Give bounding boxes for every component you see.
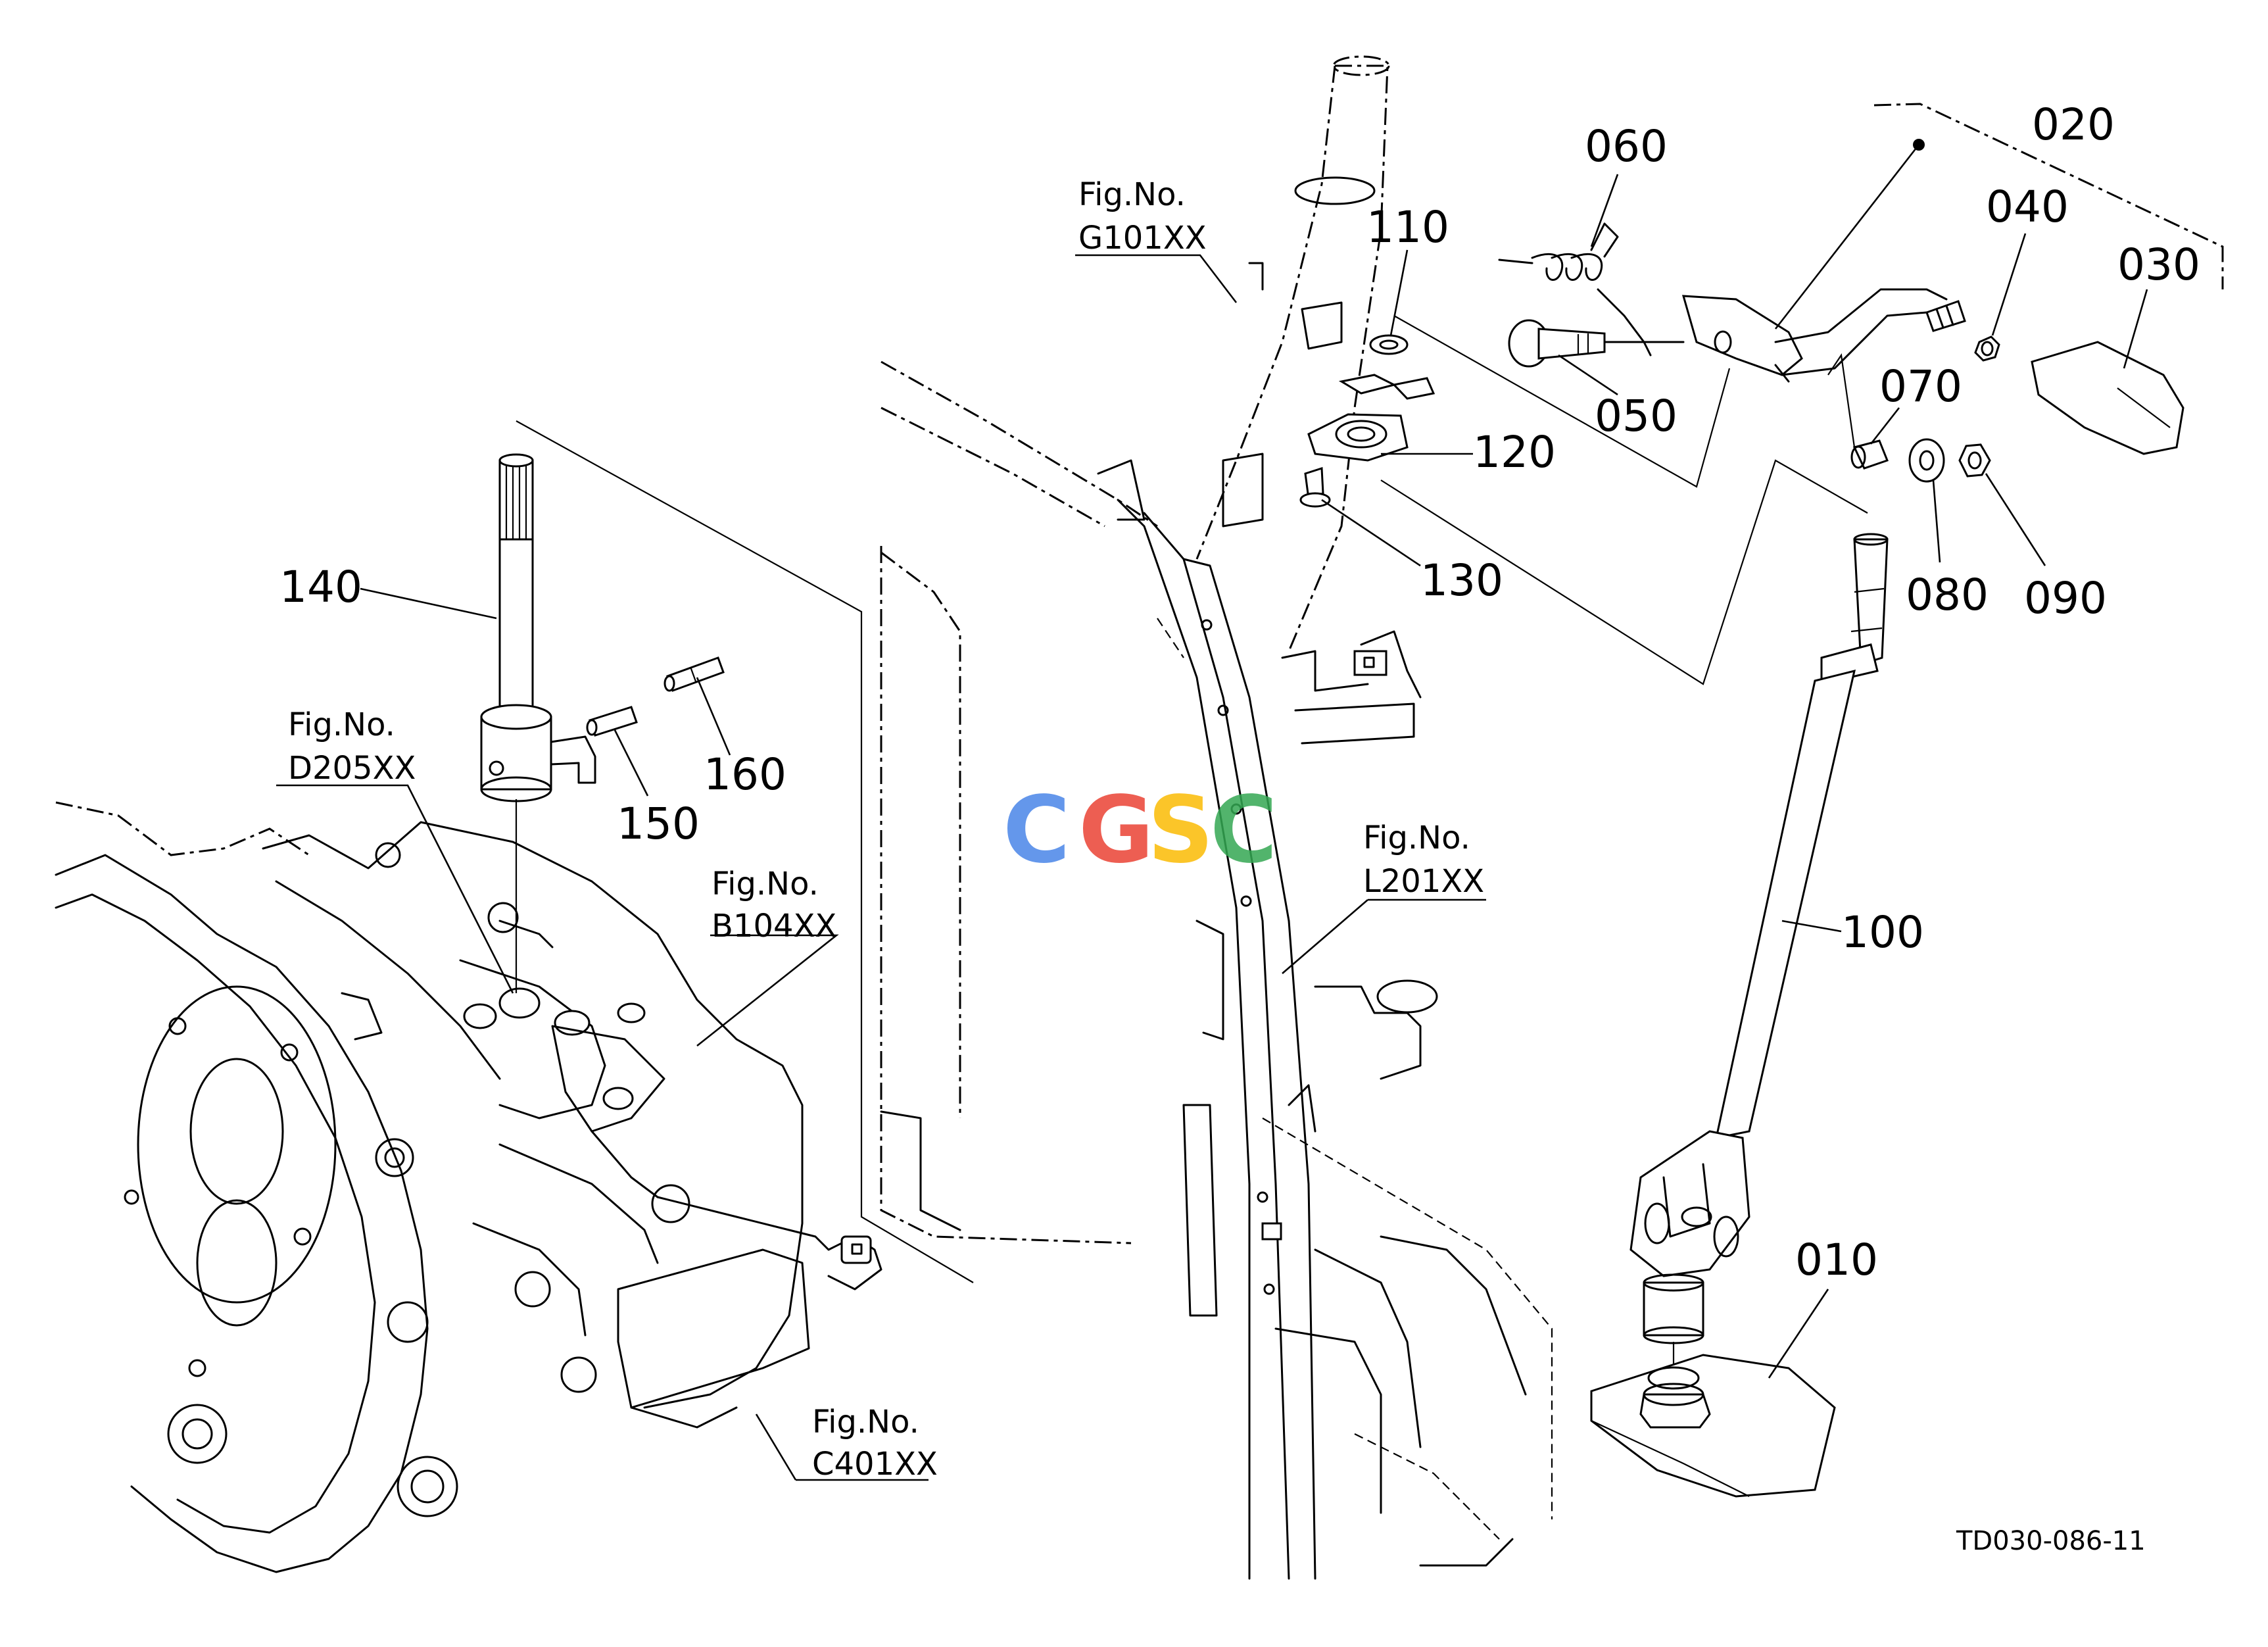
drawing-code: TD030-086-11 <box>1956 1526 2146 1556</box>
shift-bracket-assembly <box>463 987 882 1291</box>
part-label-020: 020 <box>2032 99 2115 150</box>
leader-lines <box>276 139 2148 1481</box>
fig-ref-d205-code: D205XX <box>288 750 416 787</box>
transmission-housing <box>55 801 810 1573</box>
fig-ref-c401-label: Fig.No. <box>812 1404 919 1440</box>
part-number-labels: 010 020 030 040 050 060 070 080 090 100 … <box>279 99 2200 1285</box>
part-label-030: 030 <box>2117 239 2200 290</box>
part-label-010: 010 <box>1795 1235 1878 1285</box>
fig-ref-b104-label: Fig.No. <box>712 866 819 902</box>
knob-and-nut <box>1974 335 2184 455</box>
steering-column <box>1097 55 1438 1241</box>
shift-shaft <box>480 453 596 993</box>
part-label-130: 130 <box>1420 555 1503 606</box>
part-label-120: 120 <box>1473 427 1556 478</box>
fig-ref-l201-label: Fig.No. <box>1363 820 1470 856</box>
watermark-letter: C <box>1003 777 1071 884</box>
spring-pins <box>586 656 725 737</box>
shift-rod <box>1629 533 1889 1368</box>
part-label-160: 160 <box>704 749 786 800</box>
part-label-140: 140 <box>279 562 362 612</box>
frame-panels <box>880 360 1553 1580</box>
watermark-letter: C <box>1210 777 1278 884</box>
part-label-040: 040 <box>1986 182 2069 232</box>
bushing-washer-nut <box>1850 438 1991 483</box>
figure-references: Fig.No. G101XX Fig.No. D205XX Fig.No. B1… <box>288 176 1484 1483</box>
part-label-100: 100 <box>1841 907 1924 958</box>
part-label-050: 050 <box>1595 391 1677 441</box>
shift-lever <box>1681 103 2224 383</box>
fig-ref-l201-code: L201XX <box>1363 863 1484 900</box>
part-label-150: 150 <box>617 799 700 849</box>
boot-cover <box>1590 1354 1836 1498</box>
bolt-050 <box>1508 319 1685 368</box>
fig-ref-g101-code: G101XX <box>1078 220 1207 257</box>
watermark-letter: S <box>1147 777 1214 884</box>
watermark-letter: G <box>1078 777 1154 884</box>
part-label-080: 080 <box>1906 570 1989 620</box>
fig-ref-c401-code: C401XX <box>812 1446 938 1483</box>
fig-ref-g101-label: Fig.No. <box>1078 176 1186 213</box>
part-label-060: 060 <box>1585 121 1668 172</box>
fig-ref-d205-label: Fig.No. <box>288 706 395 743</box>
fig-ref-b104-code: B104XX <box>712 908 836 945</box>
pedal-bracket-parts <box>1299 334 1436 508</box>
part-label-090: 090 <box>2024 573 2107 624</box>
part-label-070: 070 <box>1879 361 1962 412</box>
part-label-110: 110 <box>1366 202 1449 253</box>
watermark-logo: C G S C <box>1003 777 1278 884</box>
spring-060 <box>1498 222 1652 356</box>
